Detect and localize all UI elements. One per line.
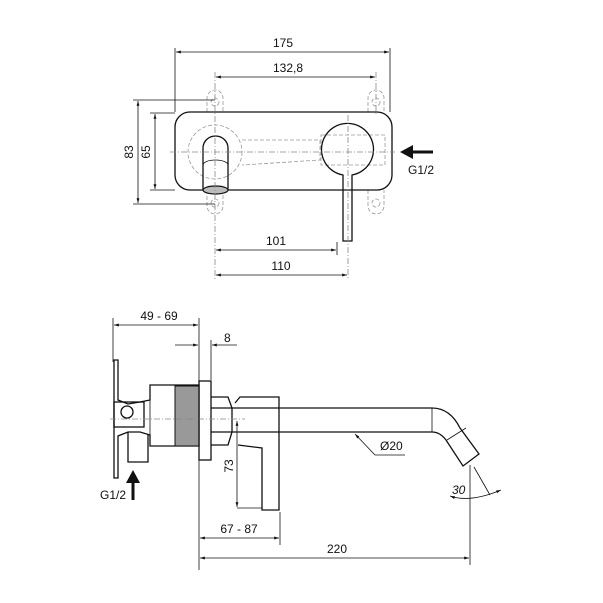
dim-lever-height: 73 [222, 459, 236, 473]
dim-spout-projection: 220 [327, 542, 347, 556]
dim-overall-height: 83 [122, 145, 136, 159]
dim-plate-thickness: 8 [224, 331, 231, 345]
dim-wall-depth: 49 - 69 [140, 309, 178, 323]
dim-hole-spacing: 132,8 [273, 61, 303, 75]
inlet-label-front: G1/2 [408, 163, 434, 177]
cover-plate [174, 111, 393, 191]
inlet-label-side: G1/2 [100, 488, 126, 502]
lever-front [320, 122, 375, 242]
front-view: 175 132,8 83 65 101 110 G1/2 [122, 36, 434, 280]
spout-side [211, 407, 480, 467]
dim-spout-diameter: Ø20 [380, 439, 403, 453]
dim-spout-to-lever: 101 [266, 234, 286, 248]
dim-plate-height: 65 [139, 145, 153, 159]
wall-plate-side [198, 380, 212, 461]
dim-lever-projection: 67 - 87 [220, 522, 258, 536]
lever-side [234, 396, 280, 511]
dim-spout-angle: 30 [452, 483, 466, 497]
dim-spout-to-lever-axis: 110 [271, 259, 290, 273]
dim-overall-width: 175 [273, 36, 293, 50]
spout-front [202, 135, 229, 195]
side-view: 49 - 69 8 73 67 - 87 220 Ø20 30 G1/2 [100, 309, 502, 570]
inlet-arrow-front [400, 145, 433, 159]
inlet-arrow-side [126, 470, 140, 500]
